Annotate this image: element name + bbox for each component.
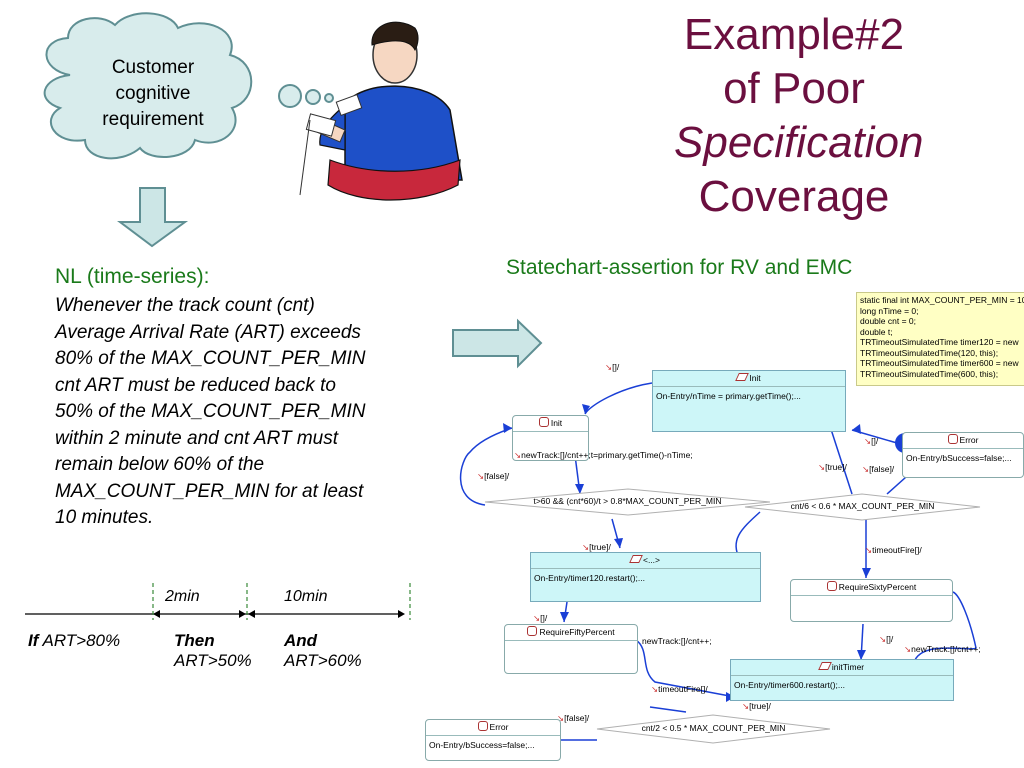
state-init-top[interactable]: Init On-Entry/nTime = primary.getTime();… (652, 370, 846, 432)
timeline (25, 583, 411, 620)
transition-label: ↘[]/ (864, 436, 879, 446)
transition-label: ↘[true]/ (742, 701, 771, 711)
condition-2: cnt/6 < 0.6 * MAX_COUNT_PER_MIN (790, 501, 935, 511)
diamond-state-icon (735, 373, 750, 381)
state-icon (477, 721, 488, 731)
state-require-fifty[interactable]: RequireFiftyPercent (504, 624, 638, 674)
transition-label: ↘[false]/ (862, 464, 895, 474)
timeline-span-2min: 2min (165, 588, 200, 605)
transition-label: ↘newTrack:[]/cnt++;t=primary.getTime()-n… (514, 450, 693, 460)
cloud-text: Customer cognitive requirement (102, 57, 204, 130)
transition-label: ↘newTrack:[]/cnt++; (904, 644, 981, 654)
state-init-timer[interactable]: initTimer On-Entry/timer600.restart();..… (730, 659, 954, 701)
transition-label: ↘[true]/ (582, 542, 611, 552)
state-icon (527, 626, 538, 636)
decision-diamond-1 (484, 488, 771, 516)
nl-heading: NL (time-series): (55, 265, 210, 288)
timeline-if: If ART>80% (28, 631, 121, 650)
transition-label: ↘[]/ (533, 613, 548, 623)
transition-label: ↘[]/ (605, 362, 620, 372)
decision-diamond-2 (744, 493, 981, 521)
transition-label: ↘[false]/ (557, 713, 590, 723)
decision-diamond-3 (596, 714, 831, 744)
state-error-right[interactable]: Error On-Entry/bSuccess=false;... (902, 432, 1024, 478)
condition-1: t>60 && (cnt*60)/t > 0.8*MAX_COUNT_PER_M… (533, 496, 722, 506)
nl-body: Whenever the track count (cnt) Average A… (55, 295, 366, 528)
transition-label: ↘timeoutFire[]/ (865, 545, 922, 555)
timeline-span-10min: 10min (284, 588, 328, 605)
down-arrow-icon (117, 187, 189, 248)
condition-3: cnt/2 < 0.5 * MAX_COUNT_PER_MIN (641, 723, 786, 733)
transition-label: ↘[true]/ (818, 462, 847, 472)
state-icon (826, 581, 837, 591)
right-arrow-icon (452, 318, 543, 369)
transition-label: newTrack:[]/cnt++; (642, 636, 712, 646)
thought-cloud-icon (43, 12, 334, 160)
diamond-state-icon (817, 662, 832, 670)
state-icon (538, 417, 549, 427)
state-icon (947, 434, 958, 444)
state-require-sixty[interactable]: RequireSixtyPercent (790, 579, 953, 622)
transition-label: ↘[false]/ (477, 471, 510, 481)
transition-label: ↘timeoutFire[]/ (651, 684, 708, 694)
page-title: Example#2 of Poor Specification Coverage (674, 10, 924, 221)
state-anon[interactable]: <...> On-Entry/timer120.restart();... (530, 552, 761, 602)
statechart-heading: Statechart-assertion for RV and EMC (506, 256, 853, 279)
diamond-state-icon (629, 555, 643, 563)
state-error-bottom[interactable]: Error On-Entry/bSuccess=false;... (425, 719, 561, 761)
man-reading-icon (299, 21, 463, 201)
state-init-left[interactable]: Init (512, 415, 589, 461)
transition-label: ↘[]/ (879, 634, 894, 644)
